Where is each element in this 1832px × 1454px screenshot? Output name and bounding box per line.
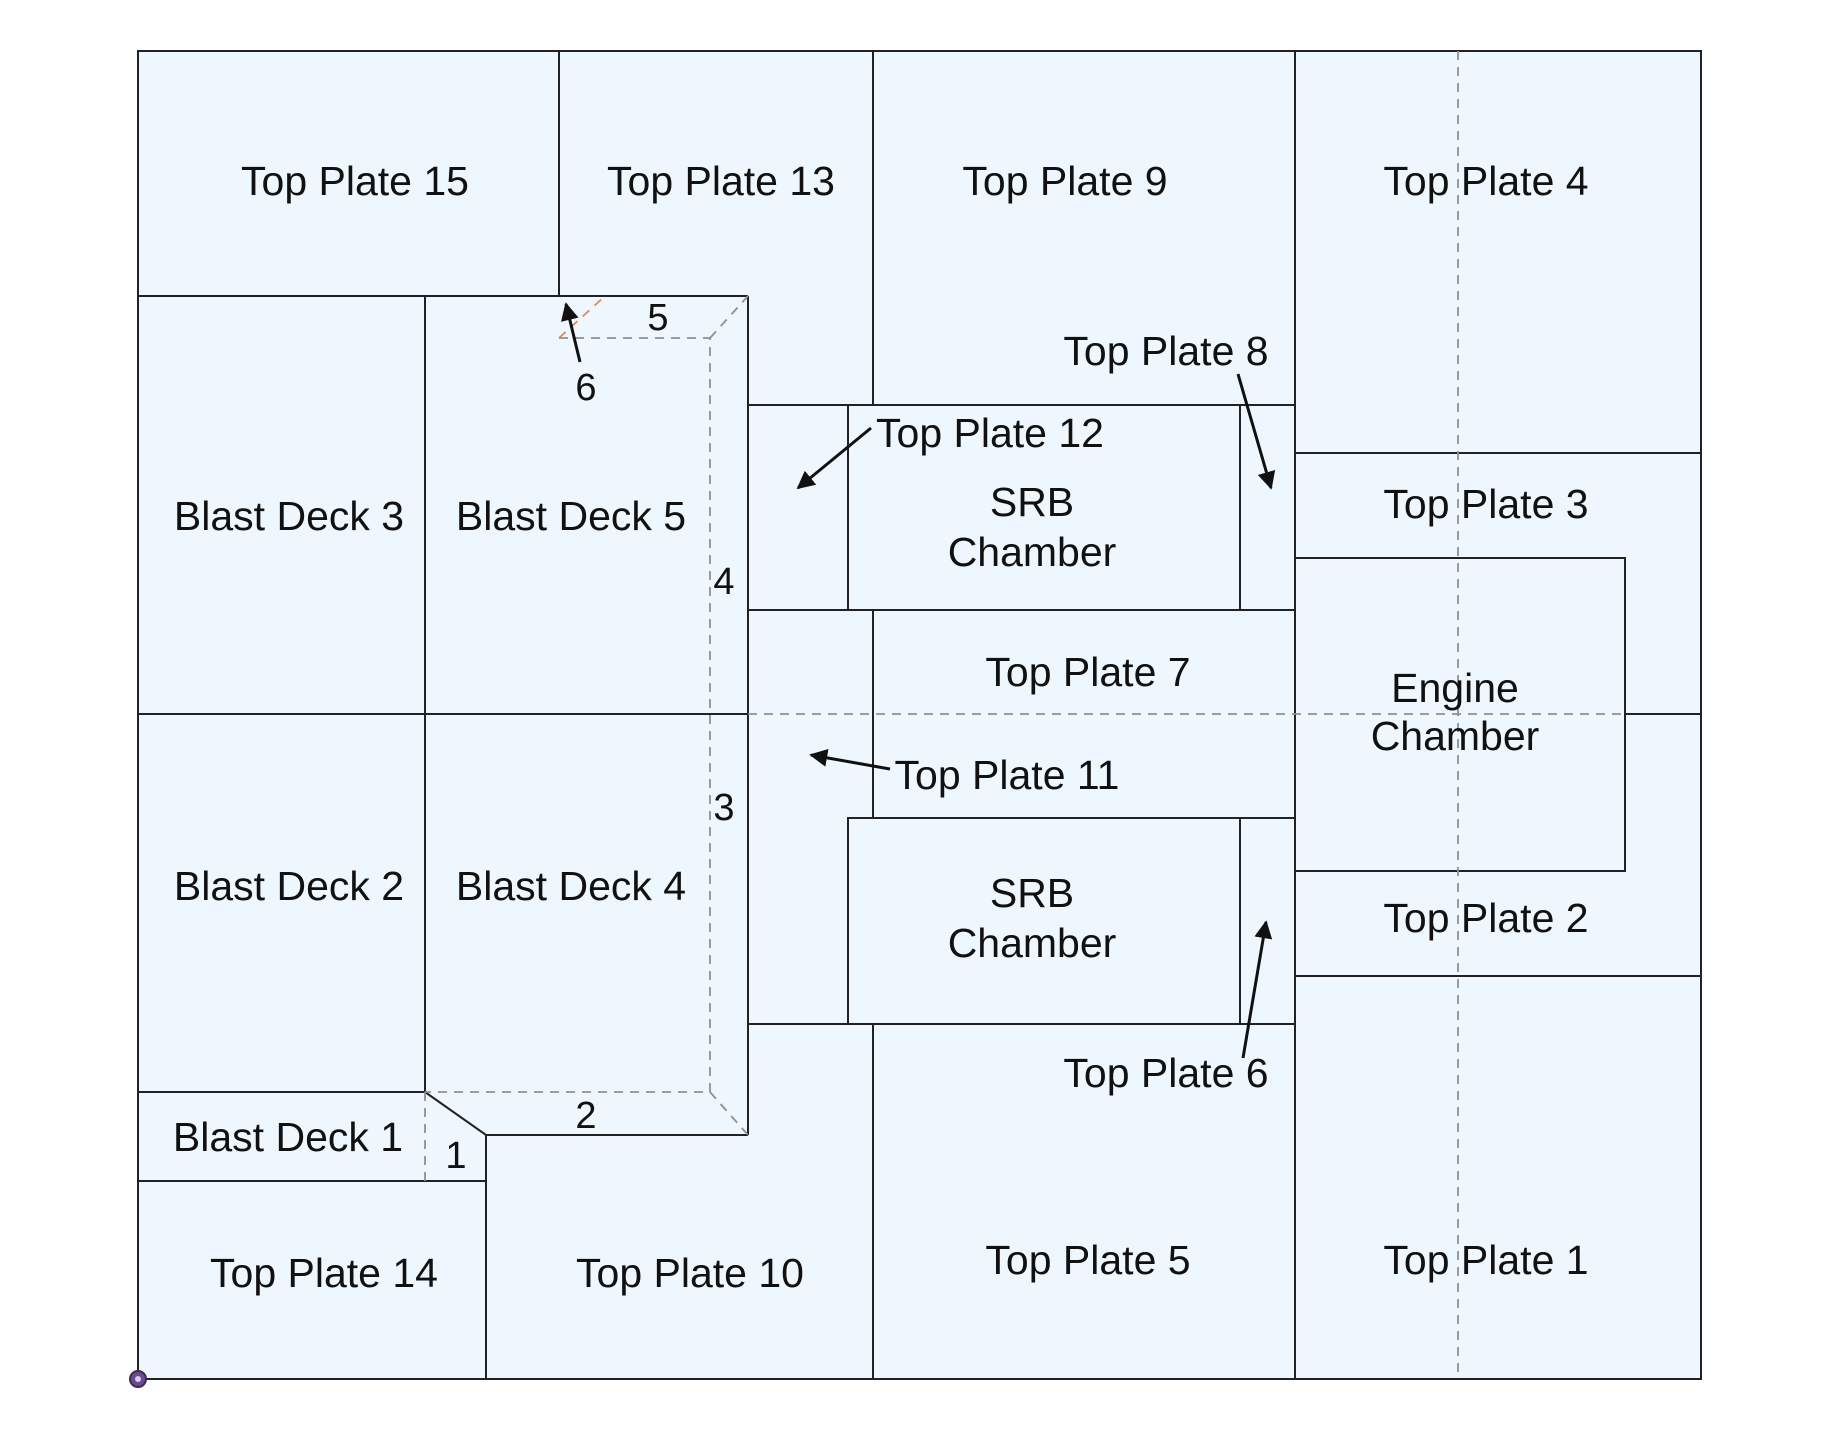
label-top-plate-11: Top Plate 11	[895, 752, 1120, 798]
label-srb-top-line2: Chamber	[948, 529, 1117, 575]
label-srb-bottom-line2: Chamber	[948, 920, 1117, 966]
label-top-plate-9: Top Plate 9	[962, 158, 1167, 204]
origin-marker[interactable]	[129, 1370, 147, 1388]
label-engine-line1: Engine	[1391, 665, 1519, 711]
plate-boundaries	[138, 51, 1701, 1379]
edge-number-2: 2	[575, 1095, 596, 1137]
label-top-plate-8: Top Plate 8	[1063, 328, 1268, 374]
edge-number-5: 5	[647, 297, 668, 339]
edge-number-1: 1	[445, 1135, 466, 1177]
label-blast-deck-5: Blast Deck 5	[456, 493, 686, 539]
leader-arrows	[561, 302, 1276, 1059]
label-top-plate-2: Top Plate 2	[1383, 895, 1588, 941]
label-top-plate-4: Top Plate 4	[1383, 158, 1588, 204]
edge-number-3: 3	[713, 787, 734, 829]
edge-number-6: 6	[575, 367, 596, 409]
label-top-plate-6: Top Plate 6	[1063, 1050, 1268, 1096]
label-top-plate-15: Top Plate 15	[241, 158, 469, 204]
plate-labels: Top Plate 15 Top Plate 13 Top Plate 9 To…	[173, 158, 1589, 1296]
label-top-plate-14: Top Plate 14	[210, 1250, 438, 1296]
label-top-plate-1: Top Plate 1	[1383, 1237, 1588, 1283]
dashed-guides	[424, 51, 1625, 1379]
edge-numbers: 1 2 3 4 5 6	[445, 297, 734, 1177]
label-top-plate-7: Top Plate 7	[985, 649, 1190, 695]
label-top-plate-12: Top Plate 12	[876, 410, 1104, 456]
label-top-plate-10: Top Plate 10	[576, 1250, 804, 1296]
srb-chamber-top-box	[747, 404, 1296, 611]
label-engine-line2: Chamber	[1371, 713, 1540, 759]
label-blast-deck-1: Blast Deck 1	[173, 1114, 403, 1160]
label-blast-deck-2: Blast Deck 2	[174, 863, 404, 909]
srb-chamber-bottom-box	[847, 817, 1296, 1025]
label-blast-deck-3: Blast Deck 3	[174, 493, 404, 539]
label-top-plate-13: Top Plate 13	[607, 158, 835, 204]
edge-number-4: 4	[713, 561, 734, 603]
label-top-plate-5: Top Plate 5	[985, 1237, 1190, 1283]
label-top-plate-3: Top Plate 3	[1383, 481, 1588, 527]
label-blast-deck-4: Blast Deck 4	[456, 863, 686, 909]
label-srb-top-line1: SRB	[990, 479, 1074, 525]
label-srb-bottom-line1: SRB	[990, 870, 1074, 916]
